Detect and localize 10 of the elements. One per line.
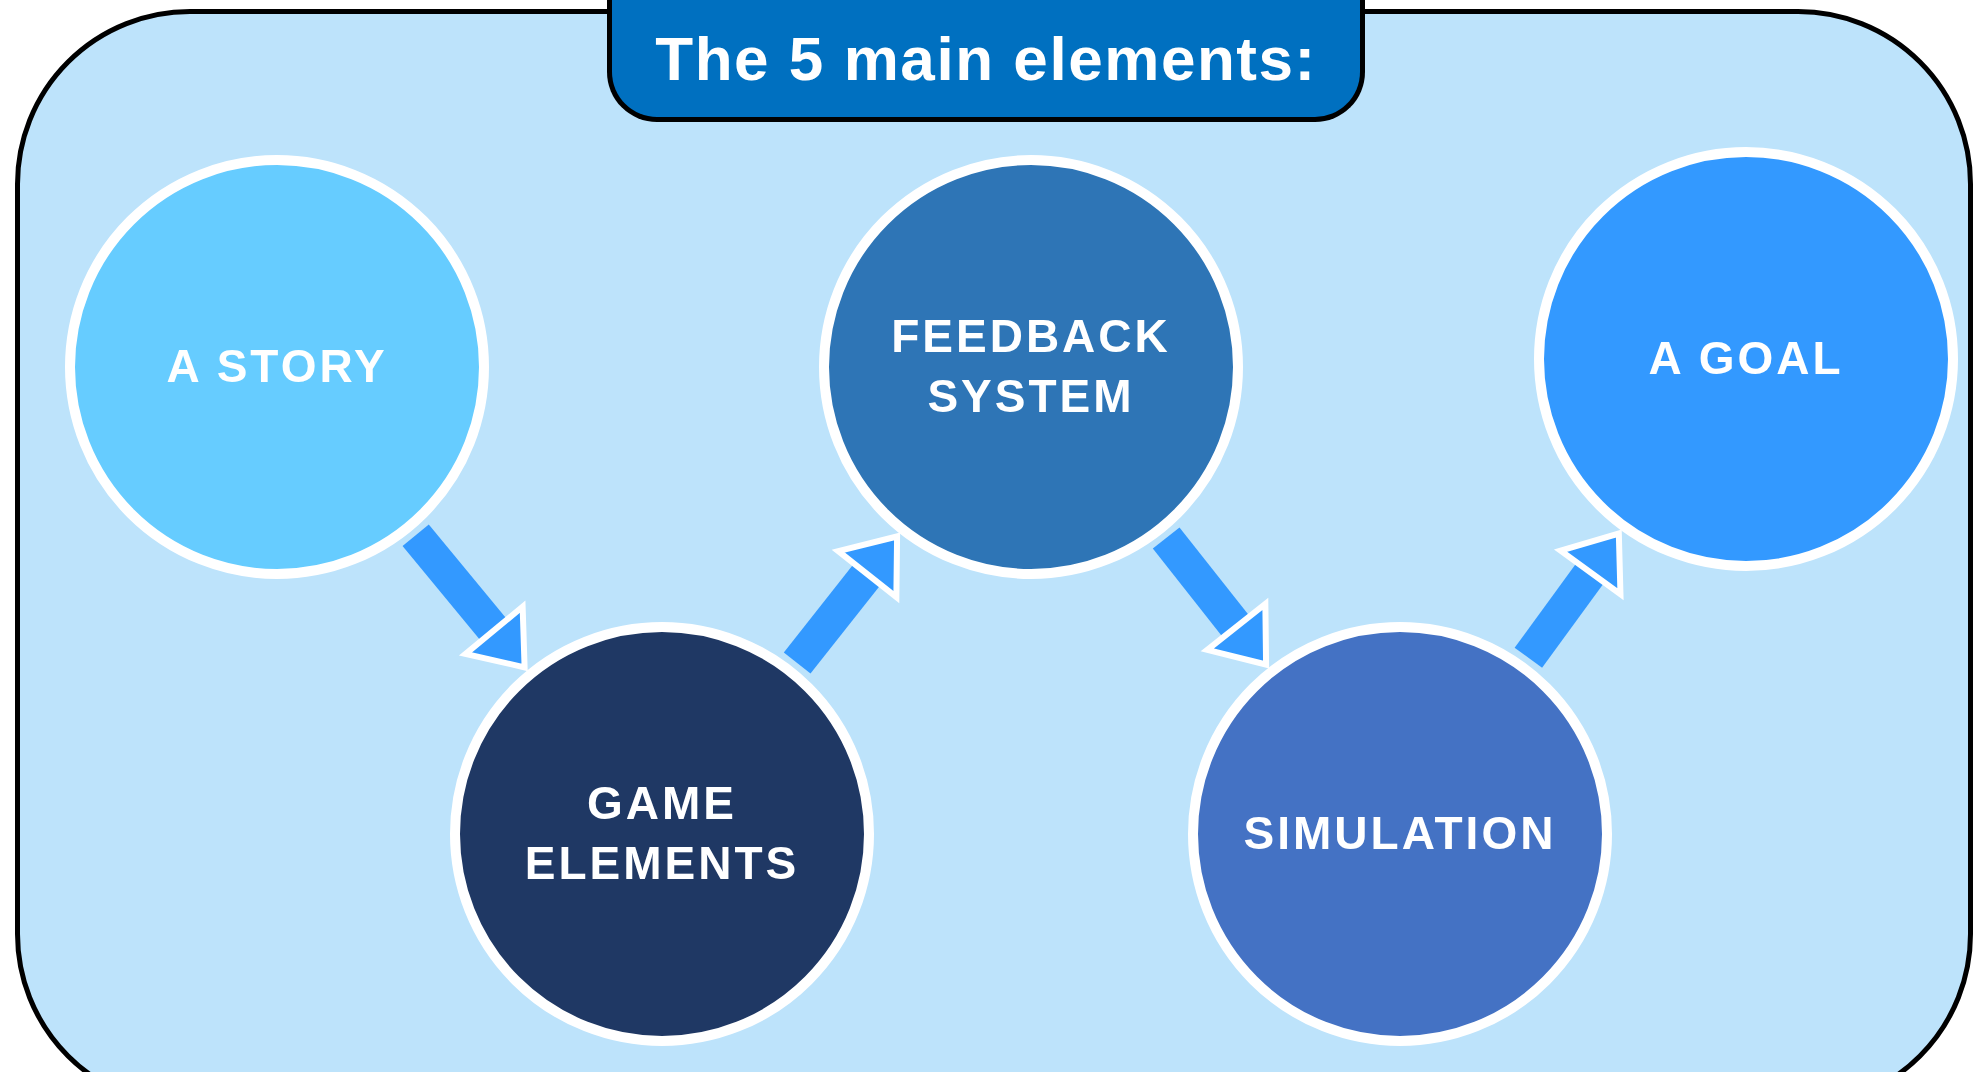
node-label: GAME ELEMENTS xyxy=(523,776,801,891)
block-arrow xyxy=(402,524,528,671)
block-arrow xyxy=(1152,527,1270,668)
node-label: SIMULATION xyxy=(1242,806,1558,862)
node-label: FEEDBACK SYSTEM xyxy=(890,309,1172,424)
block-arrow xyxy=(1514,530,1624,668)
node-label: A GOAL xyxy=(1647,331,1845,387)
title-tab: The 5 main elements: xyxy=(607,0,1365,122)
node-label: A STORY xyxy=(165,339,389,395)
block-arrow xyxy=(783,533,901,674)
